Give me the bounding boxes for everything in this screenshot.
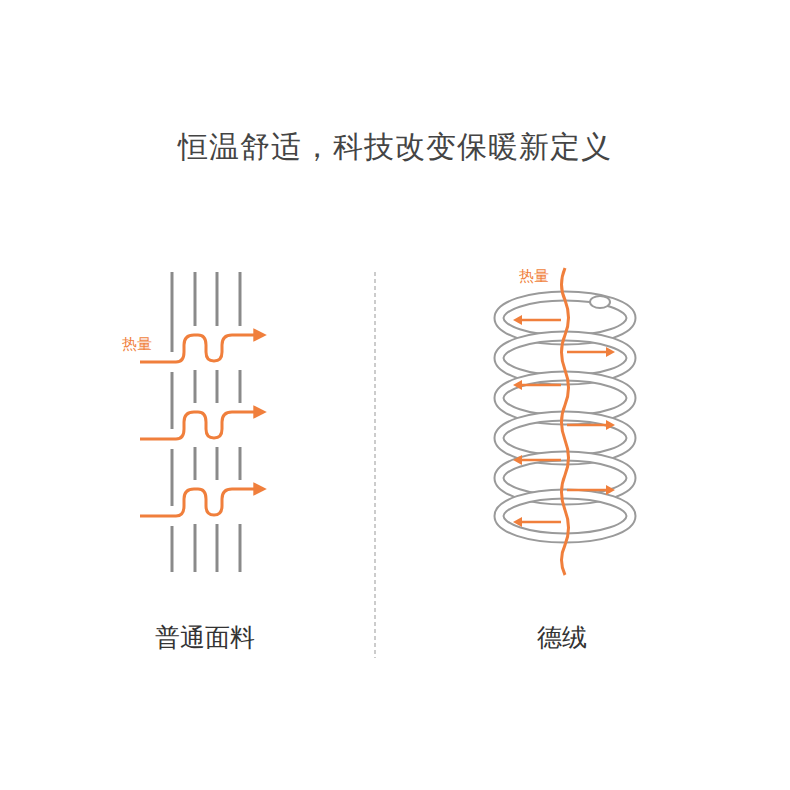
label-slot: 普通面料 bbox=[155, 623, 255, 653]
label-slot: 热量 bbox=[519, 266, 549, 285]
fabric-name: 普通面料 bbox=[155, 623, 255, 653]
divider-line bbox=[375, 272, 376, 658]
heat-line bbox=[562, 268, 569, 575]
label-slot: 德绒 bbox=[537, 623, 587, 653]
title-slot: 恒温舒适，科技改变保暖新定义 bbox=[178, 129, 612, 165]
heat-label: 热量 bbox=[122, 335, 152, 353]
heat-arrows bbox=[513, 315, 615, 527]
label-slot: 热量 bbox=[122, 334, 152, 353]
title: 恒温舒适，科技改变保暖新定义 bbox=[178, 129, 612, 165]
heat-label: 热量 bbox=[519, 267, 549, 285]
heat-arrows bbox=[140, 335, 256, 516]
fabric-name: 德绒 bbox=[537, 623, 587, 653]
